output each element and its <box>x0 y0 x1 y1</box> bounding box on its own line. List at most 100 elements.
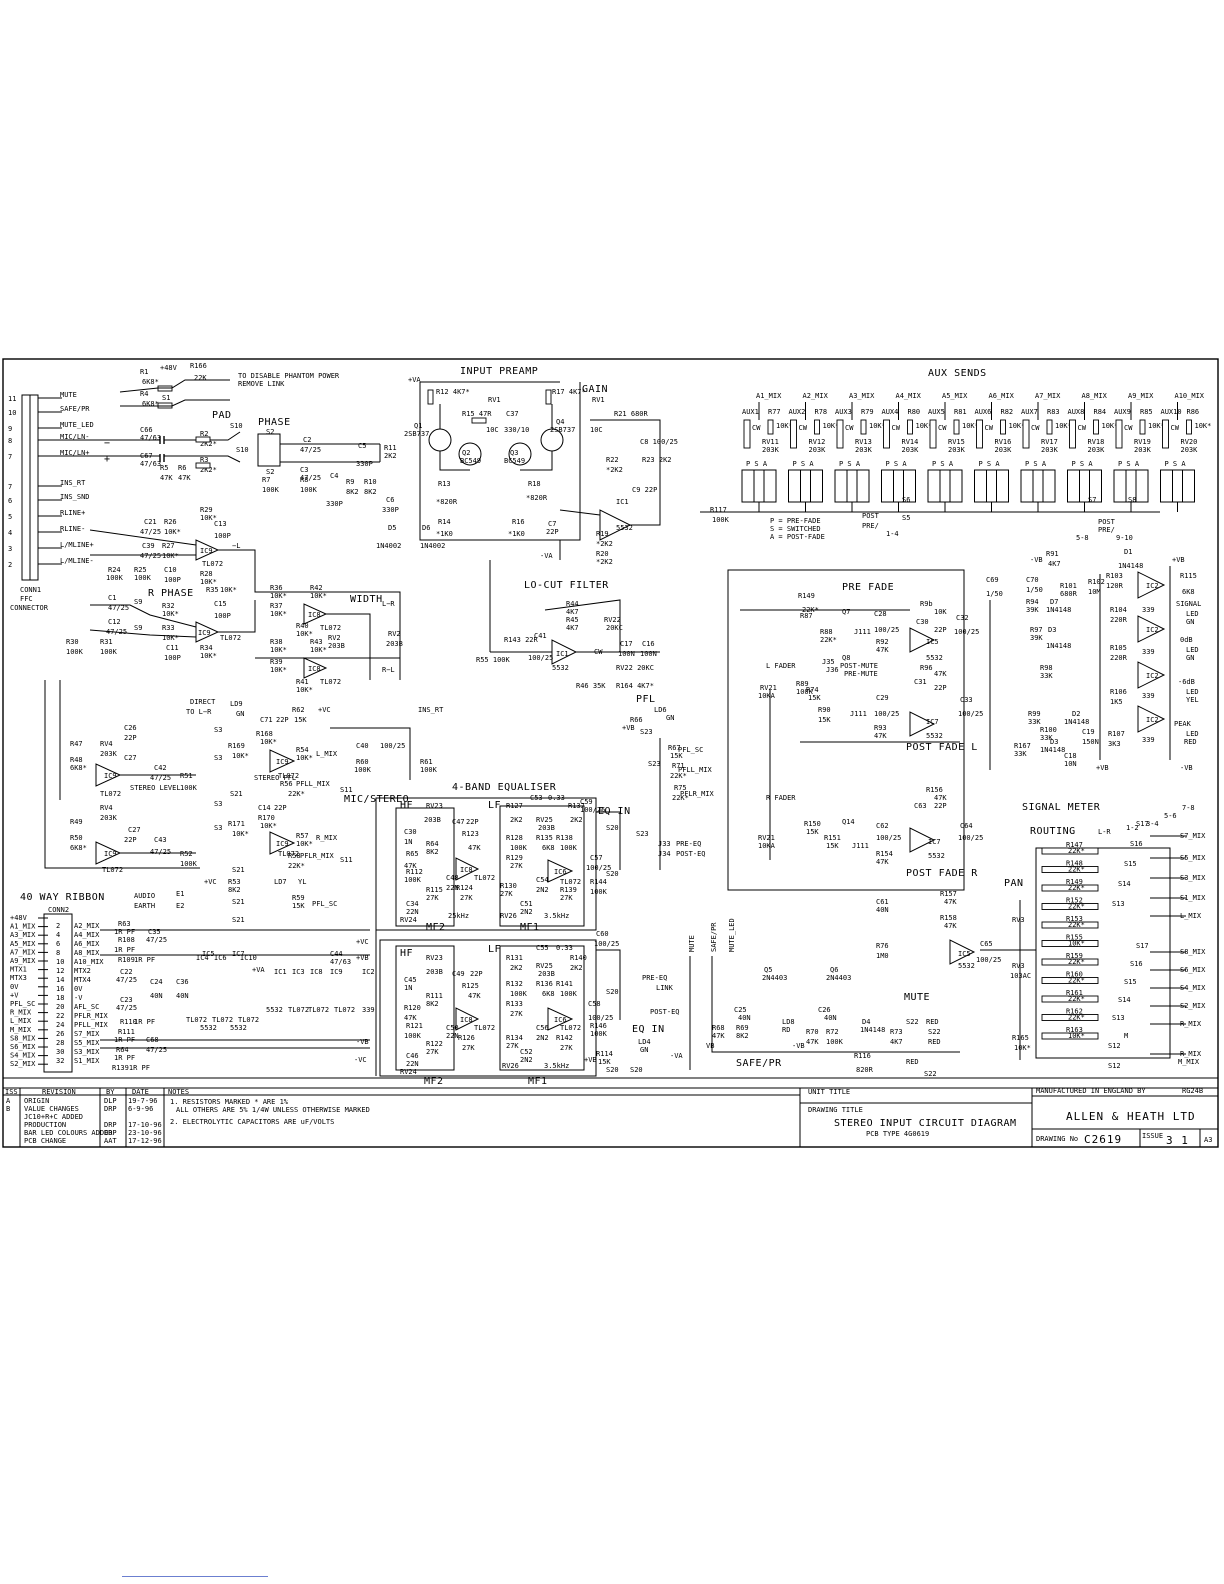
ribbon-pin-left: +V <box>10 991 19 999</box>
aux-resistor <box>1093 419 1099 435</box>
svg-text:5532: 5532 <box>926 654 943 662</box>
aux-label: AUX3 <box>835 408 852 416</box>
svg-text:S2: S2 <box>266 428 274 436</box>
ribbon-pin-number: 30 <box>56 1048 64 1056</box>
svg-text:C31: C31 <box>914 678 927 686</box>
r-phase-title: R PHASE <box>148 588 194 599</box>
svg-text:R15 47R: R15 47R <box>462 410 492 418</box>
svg-text:10K*: 10K* <box>162 552 179 560</box>
svg-text:40N: 40N <box>176 992 189 1000</box>
svg-text:100/25: 100/25 <box>876 834 901 842</box>
aux-cw: CW <box>1078 424 1087 432</box>
svg-text:10K*: 10K* <box>232 830 249 838</box>
svg-text:20KC: 20KC <box>606 624 623 632</box>
svg-text:C52: C52 <box>520 1048 533 1056</box>
svg-text:RV25: RV25 <box>536 962 553 970</box>
sheet-size: A3 <box>1204 1136 1212 1144</box>
svg-text:S22: S22 <box>924 1070 937 1078</box>
aux-res-val: 10K* <box>776 422 793 430</box>
svg-text:R87: R87 <box>800 612 813 620</box>
svg-text:100/25: 100/25 <box>528 654 553 662</box>
eq-in-title: EQ IN <box>598 806 631 817</box>
meter-label: PEAK <box>1174 720 1192 728</box>
issue-label: ISSUE <box>1142 1132 1163 1140</box>
company-name: ALLEN & HEATH LTD <box>1066 1110 1196 1123</box>
aux-pot <box>929 419 937 449</box>
aux-res-val: 10K* <box>1102 422 1119 430</box>
svg-text:YL: YL <box>298 878 306 886</box>
svg-text:R59: R59 <box>292 894 305 902</box>
svg-text:R115: R115 <box>1180 572 1197 580</box>
svg-text:R124: R124 <box>456 884 473 892</box>
aux-psa: P S A <box>1165 460 1187 468</box>
svg-text:R23 2K2: R23 2K2 <box>642 456 672 464</box>
routing-resistor-value: 22K* <box>1068 884 1085 892</box>
svg-text:C6: C6 <box>386 496 394 504</box>
svg-text:6K8*: 6K8* <box>142 400 159 408</box>
aux-resistor <box>814 419 820 435</box>
routing-resistor <box>1041 1032 1099 1040</box>
svg-text:IC5: IC5 <box>958 950 971 958</box>
svg-text:R149: R149 <box>798 592 815 600</box>
aux-mix-label: A5_MIX <box>942 392 968 400</box>
svg-text:R69: R69 <box>736 1024 749 1032</box>
svg-text:6K8: 6K8 <box>542 990 555 998</box>
routing-switch: S17 <box>1136 820 1149 828</box>
svg-text:47K: 47K <box>934 794 947 802</box>
svg-text:R18: R18 <box>528 480 541 488</box>
svg-text:220R: 220R <box>1110 616 1128 624</box>
aux-resistor-label: R80 <box>908 408 921 416</box>
pad-title: PAD <box>212 410 232 421</box>
svg-text:EARTH: EARTH <box>134 902 155 910</box>
routing-resistor-value: 22K* <box>1068 995 1085 1003</box>
ribbon-pin-right: S7_MIX <box>74 1030 100 1038</box>
svg-text:22P: 22P <box>124 836 137 844</box>
svg-text:C13: C13 <box>214 520 227 528</box>
issue-number: 3 1 <box>1166 1134 1189 1147</box>
routing-output-label: S3_MIX <box>1180 874 1206 882</box>
svg-text:Q6: Q6 <box>830 966 838 974</box>
svg-text:R91: R91 <box>1046 550 1059 558</box>
svg-text:10K*: 10K* <box>296 630 313 638</box>
svg-text:IC8: IC8 <box>460 866 473 874</box>
routing-resistor-label: R155 <box>1066 934 1083 942</box>
svg-text:HF: HF <box>400 948 413 959</box>
svg-text:C15: C15 <box>214 600 227 608</box>
svg-text:C51: C51 <box>520 900 533 908</box>
svg-text:1N4148: 1N4148 <box>1118 562 1143 570</box>
svg-text:REVISION: REVISION <box>42 1088 76 1096</box>
svg-text:IC4: IC4 <box>196 954 209 962</box>
svg-text:10K*: 10K* <box>1014 1044 1031 1052</box>
svg-text:PFLL_MIX: PFLL_MIX <box>296 780 331 788</box>
aux-label: AUX7 <box>1021 408 1038 416</box>
svg-text:R121: R121 <box>406 1022 423 1030</box>
svg-text:R103: R103 <box>1106 572 1123 580</box>
svg-text:100/25: 100/25 <box>976 956 1001 964</box>
svg-text:47K: 47K <box>944 898 957 906</box>
routing-resistor-label: R159 <box>1066 952 1083 960</box>
aux-res-val: 10K* <box>1195 422 1212 430</box>
svg-text:22K*: 22K* <box>288 862 305 870</box>
svg-text:10K*: 10K* <box>310 592 327 600</box>
svg-text:BC549: BC549 <box>460 457 481 465</box>
aux-rv-label: RV13 <box>855 438 872 446</box>
aux-cw: CW <box>752 424 761 432</box>
aux-jumper-block <box>974 469 1009 503</box>
svg-text:RV26: RV26 <box>502 1062 519 1070</box>
svg-text:5532: 5532 <box>926 732 943 740</box>
svg-text:8K2: 8K2 <box>736 1032 749 1040</box>
svg-text:R93: R93 <box>874 724 887 732</box>
svg-text:TL072: TL072 <box>320 624 341 632</box>
revision-by: DRP <box>104 1121 117 1129</box>
meter-label: GN <box>1186 618 1194 626</box>
svg-text:S20: S20 <box>606 988 619 996</box>
svg-text:+VC: +VC <box>318 706 331 714</box>
svg-text:HF: HF <box>400 800 413 811</box>
svg-text:8K2: 8K2 <box>228 886 241 894</box>
phantom-note-2: REMOVE LINK <box>238 380 285 388</box>
aux-mix-label: A4_MIX <box>896 392 922 400</box>
svg-text:R100: R100 <box>1040 726 1057 734</box>
